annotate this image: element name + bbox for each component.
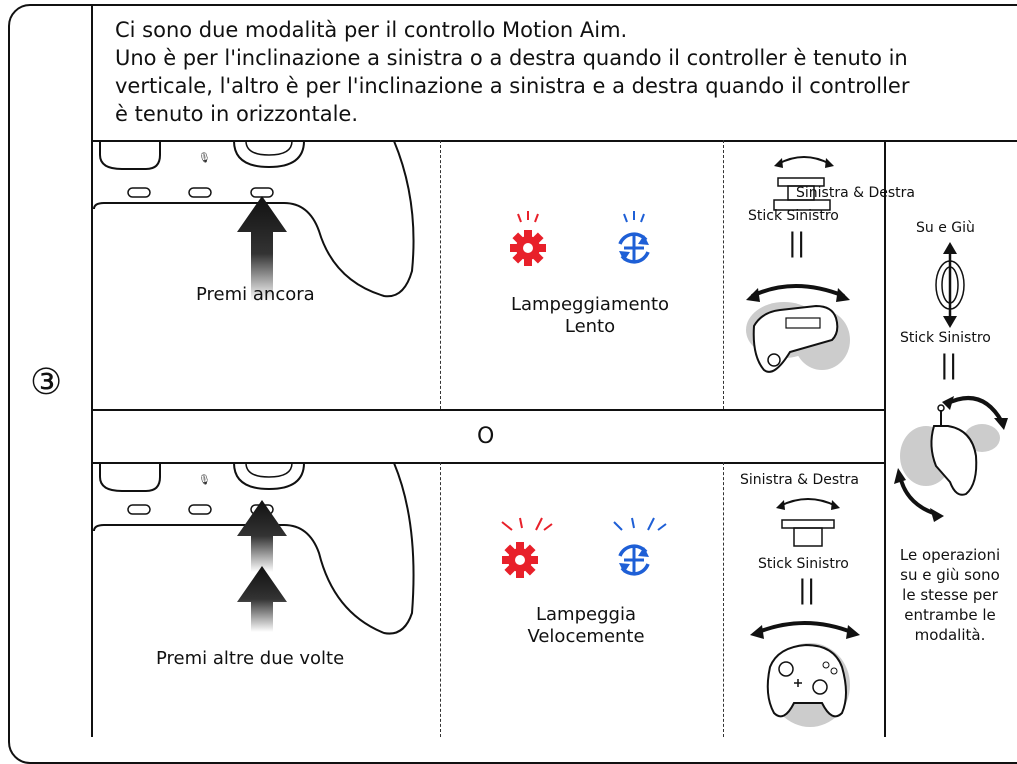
separator-bottom [91,462,884,464]
gear-icon [510,211,546,266]
rotate-icon-fast [613,517,667,576]
slow-blink-line-2: Lento [564,316,616,337]
intro-line-4: è tenuto in orizzontale. [115,102,358,126]
intro-text: Ci sono due modalità per il controllo Mo… [115,16,909,128]
up-down-label: Su e Giù [916,220,975,236]
dash-1a [440,140,441,409]
stick-icon-2 [776,498,840,547]
slow-blink-line-1: Lampeggiamento [510,294,670,315]
mode2-stick-label: Stick Sinistro [758,556,849,572]
intro-divider [91,140,1017,142]
mode1-equals: || [788,228,806,258]
mode1-direction-label: Sinistra & Destra [796,185,915,201]
step-number: ③ [30,362,63,403]
press-again-label: Premi ancora [196,284,315,305]
vertical-controller-icon [894,396,1008,522]
right-equals: || [940,350,958,380]
press-twice-label: Premi altre due volte [156,648,345,669]
up-down-stick-icon [935,242,965,328]
step-divider [91,4,93,737]
gear-icon-fast [501,517,553,578]
fast-blink-label: Lampeggia Velocemente [486,604,686,648]
intro-line-2: Uno è per l'inclinazione a sinistra o a … [115,46,908,70]
intro-line-1: Ci sono due modalità per il controllo Mo… [115,18,628,42]
stick-icon [773,156,834,211]
dash-2b [723,462,724,737]
mode1-stick-label: Stick Sinistro [748,208,839,224]
rotate-icon [618,211,650,264]
fast-blink-line-1: Lampeggia [536,604,636,625]
dash-1b [440,462,441,737]
fast-blink-line-2: Velocemente [527,626,645,647]
up-arrow-icon-b [237,566,287,632]
separator-label: O [477,424,495,449]
intro-line-3: verticale, l'altro è per l'inclinazione … [115,74,910,98]
controller-icon [746,284,850,373]
dash-2a [723,140,724,409]
right-stick-label: Stick Sinistro [900,330,991,346]
svg-text:🎙: 🎙 [198,474,211,486]
up-arrow-icon-a [237,500,287,572]
up-arrow-icon [237,196,287,301]
separator-top [91,409,884,411]
mode2-equals: || [798,575,816,605]
controller-top-illustration-1: 🎙 [93,140,415,298]
controller-icon-2 [750,621,860,727]
mode2-direction-label: Sinistra & Destra [740,472,859,488]
right-column-divider [884,140,886,737]
slow-blink-label: Lampeggiamento Lento [490,294,690,338]
svg-text:🎙: 🎙 [198,152,211,164]
right-note: Le operazioni su e giù sono le stesse pe… [899,546,1001,644]
